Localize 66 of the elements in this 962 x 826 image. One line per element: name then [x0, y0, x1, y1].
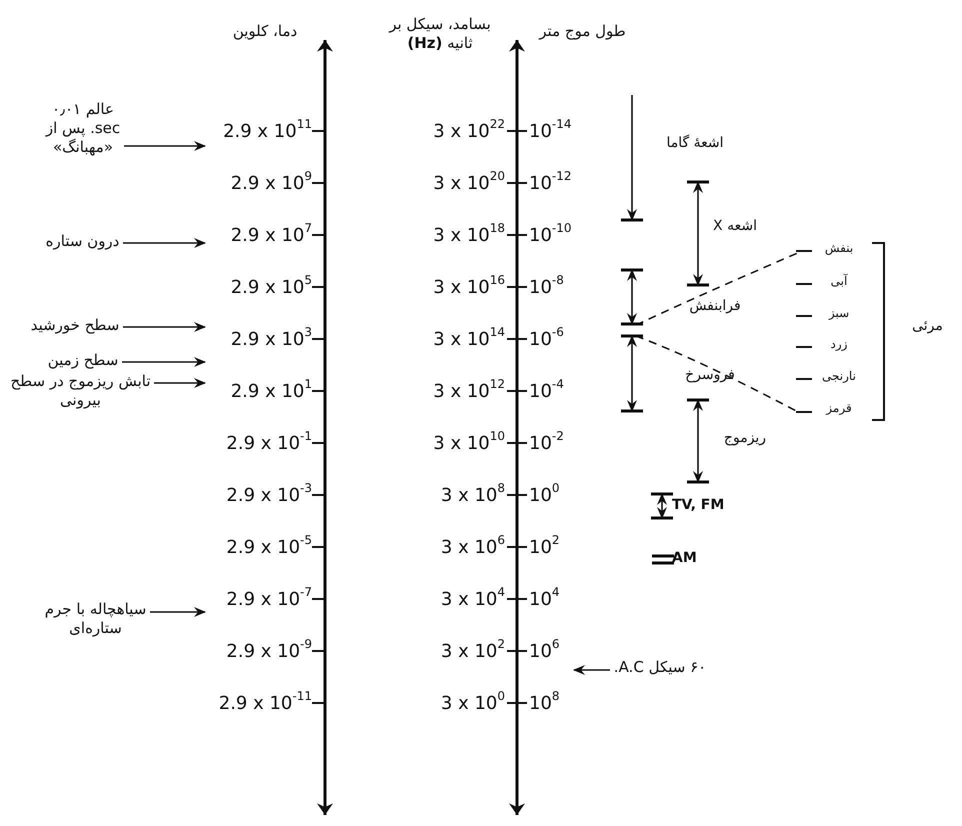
- callout-text: سطح زمین: [46, 351, 120, 370]
- band-label: اشعهٔ گاما: [665, 135, 725, 152]
- callout-text: سیاهچاله با جرم ستاره‌ای: [43, 600, 148, 638]
- tick-label: 2.9 x 10$^{11}$: [223, 117, 312, 144]
- color-label: سبز: [827, 306, 850, 321]
- tick-label: 3 x 10$^{20}$: [433, 169, 505, 196]
- callout-text: ۶۰ سیکل A.C.: [612, 658, 708, 677]
- tick-label: 3 x 10$^{2}$: [440, 637, 505, 664]
- tick-label: 2.9 x 10$^{3}$: [230, 325, 312, 352]
- tick-label: 10$^{6}$: [529, 637, 560, 664]
- tick-label: 2.9 x 10$^{-1}$: [226, 429, 312, 456]
- tick-label: 10$^{-4}$: [529, 377, 564, 404]
- tick-label: 10$^{2}$: [529, 533, 560, 560]
- arrow: [154, 378, 206, 388]
- tick-label: 3 x 10$^{8}$: [440, 481, 505, 508]
- arrow: [123, 322, 206, 332]
- axis-title: دما، کلوین: [232, 22, 298, 41]
- arrow: [123, 238, 206, 248]
- tick-label: 10$^{-14}$: [529, 117, 572, 144]
- tick-label: 10$^{4}$: [529, 585, 560, 612]
- tick-label: 2.9 x 10$^{9}$: [230, 169, 312, 196]
- tick-label: 3 x 10$^{12}$: [433, 377, 505, 404]
- tick-label: 2.9 x 10$^{1}$: [230, 377, 312, 404]
- arrow: [573, 665, 610, 675]
- axis-title: طول موج متر: [538, 22, 627, 41]
- band-label: ریزموج: [722, 430, 768, 448]
- color-label: قرمز: [824, 401, 853, 416]
- band-label: فروسرخ: [684, 367, 736, 384]
- tick-label: 2.9 x 10$^{-11}$: [218, 689, 312, 716]
- tick-label: 3 x 10$^{18}$: [433, 221, 505, 248]
- tick-label: 2.9 x 10$^{5}$: [230, 273, 312, 300]
- arrow: [122, 357, 206, 367]
- tick-label: 10$^{-10}$: [529, 221, 572, 248]
- arrow: [124, 141, 206, 151]
- tick-label: 3 x 10$^{6}$: [440, 533, 505, 560]
- callout-text: تابش ریزموج در سطح بیرونی: [9, 372, 152, 410]
- tick-label: 10$^{-8}$: [529, 273, 564, 300]
- color-label: زرد: [830, 337, 848, 352]
- arrow: [150, 607, 206, 617]
- band-label: فرابنفش: [688, 298, 742, 316]
- callout-text: سطح خورشید: [29, 316, 121, 335]
- tick-label: 2.9 x 10$^{-9}$: [226, 637, 312, 664]
- band-label: AM: [672, 550, 698, 568]
- color-label: نارنجی: [821, 369, 857, 384]
- tick-label: 3 x 10$^{22}$: [433, 117, 505, 144]
- tick-label: 3 x 10$^{4}$: [440, 585, 505, 612]
- callout-text: عالم ۰٫۰۱ sec. پس از «مهبانگ»: [44, 100, 122, 156]
- tick-label: 10$^{-12}$: [529, 169, 572, 196]
- tick-label: 3 x 10$^{10}$: [433, 429, 505, 456]
- tick-label: 2.9 x 10$^{-3}$: [226, 481, 312, 508]
- band-label: اشعه X: [712, 218, 758, 236]
- tick-label: 10$^{-2}$: [529, 429, 564, 456]
- color-label: آبی: [830, 274, 849, 289]
- tick-label: 10$^{0}$: [529, 481, 560, 508]
- callout-text: درون ستاره: [44, 232, 121, 251]
- color-label: بنفش: [824, 241, 854, 256]
- tick-label: 3 x 10$^{16}$: [433, 273, 505, 300]
- tick-label: 2.9 x 10$^{-7}$: [226, 585, 312, 612]
- tick-label: 10$^{8}$: [529, 689, 560, 716]
- tick-label: 10$^{-6}$: [529, 325, 564, 352]
- tick-label: 2.9 x 10$^{7}$: [230, 221, 312, 248]
- tick-label: 2.9 x 10$^{-5}$: [226, 533, 312, 560]
- tick-label: 3 x 10$^{14}$: [433, 325, 505, 352]
- band-label: TV, FM: [672, 497, 726, 514]
- bracket-label: مرئی: [911, 318, 944, 336]
- tick-label: 3 x 10$^{0}$: [440, 689, 505, 716]
